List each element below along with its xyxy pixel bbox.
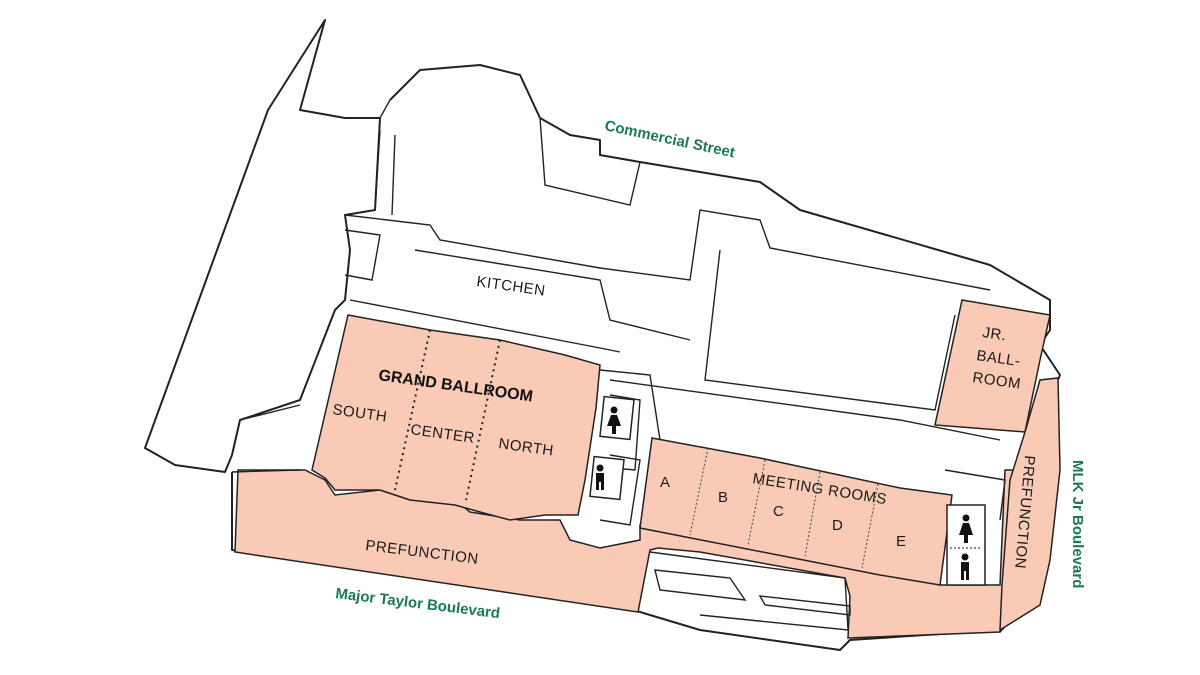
womens-restroom-icon: [607, 406, 621, 434]
interior-walls: [231, 117, 1006, 631]
womens-restroom-icon: [959, 514, 973, 543]
jr-ballroom-area[interactable]: [934, 299, 1051, 433]
jr-ballroom-label-line2: BALL-: [975, 347, 1021, 370]
restroom-meeting-area: [946, 504, 986, 586]
commercial-street-label: Commercial Street: [603, 117, 736, 161]
restroom-womens-ballroom: [599, 395, 635, 441]
mens-restroom-icon: [961, 553, 969, 580]
meeting-room-e-label: E: [896, 533, 907, 550]
mens-restroom-icon: [596, 464, 604, 490]
jr-ballroom-label-line1: JR.: [981, 324, 1007, 344]
meeting-room-c-label: C: [773, 503, 784, 520]
meeting-rooms-area[interactable]: [639, 437, 953, 586]
prefunction-east-area: [999, 377, 1061, 632]
grand-ballroom-area[interactable]: [311, 314, 601, 521]
kitchen-label: KITCHEN: [475, 273, 546, 299]
meeting-room-a-label: A: [660, 474, 671, 491]
jr-ballroom-label-line3: ROOM: [971, 369, 1022, 393]
meeting-room-b-label: B: [718, 489, 729, 506]
major-taylor-boulevard-label: Major Taylor Boulevard: [335, 585, 501, 622]
meeting-room-dividers: [689, 447, 879, 569]
event-spaces: [234, 299, 1061, 639]
meeting-room-d-label: D: [832, 517, 843, 534]
mlk-boulevard-label: MLK Jr Boulevard: [1069, 460, 1086, 588]
restroom-mens-ballroom: [589, 455, 625, 501]
